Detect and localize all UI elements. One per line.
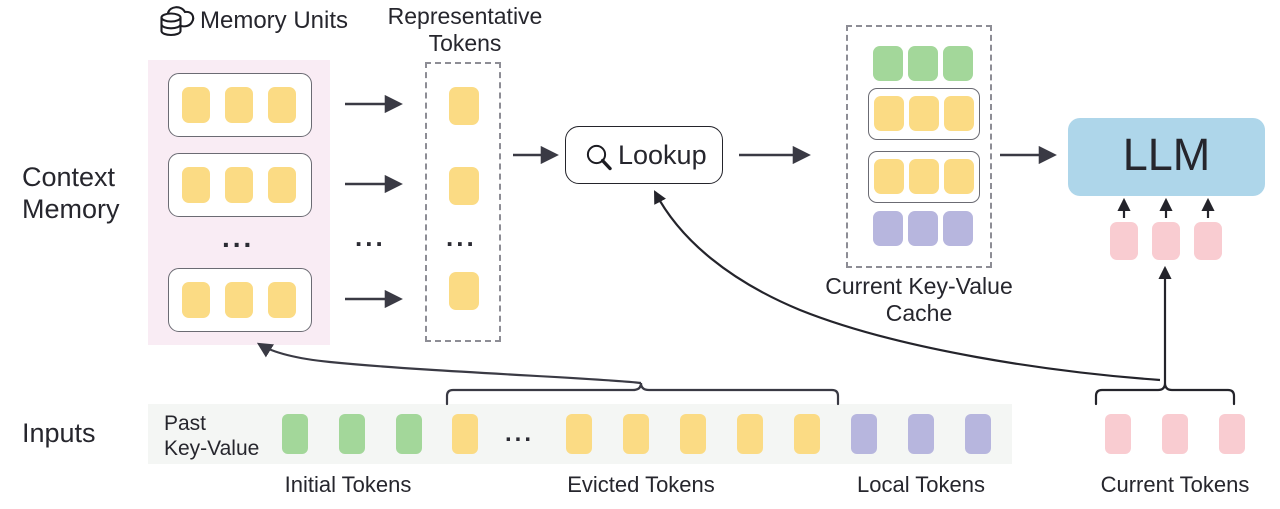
memory-to-representative-ellipsis: ...: [355, 222, 386, 252]
input-token-yellow: [452, 414, 478, 454]
past-key-value-label: Past Key-Value: [164, 412, 260, 460]
input-token-yellow: [680, 414, 706, 454]
memory-token: [268, 282, 296, 318]
memory-units-label: Memory Units: [200, 7, 349, 34]
context-memory-label: Context Memory: [22, 162, 120, 224]
llm-input-token: [1110, 222, 1138, 260]
kv-cache-token-yellow: [909, 96, 939, 131]
memory-token: [268, 167, 296, 203]
llm-box[interactable]: [1068, 118, 1265, 196]
memory-units-ellipsis: ...: [222, 222, 255, 253]
evicted-tokens-label: Evicted Tokens: [567, 472, 715, 497]
cloud-database-icon: [155, 4, 197, 40]
input-token-purple: [908, 414, 934, 454]
memory-token: [182, 167, 210, 203]
kv-cache-token-yellow: [944, 159, 974, 194]
input-token-green: [282, 414, 308, 454]
current-kv-cache-group: [846, 25, 992, 268]
kv-cache-token-green: [943, 46, 973, 81]
lookup-button[interactable]: Lookup: [565, 126, 723, 184]
representative-tokens-ellipsis: ...: [446, 222, 477, 252]
memory-token: [182, 282, 210, 318]
memory-unit-1[interactable]: [168, 73, 312, 137]
input-token-purple: [851, 414, 877, 454]
current-input-token: [1162, 414, 1188, 454]
input-token-yellow: [566, 414, 592, 454]
representative-token: [449, 87, 479, 125]
current-tokens-to-lookup-arrow: [654, 190, 1161, 382]
kv-cache-token-yellow: [909, 159, 939, 194]
kv-cache-token-green: [873, 46, 903, 81]
memory-unit-2[interactable]: [168, 153, 312, 217]
kv-cache-token-yellow: [874, 159, 904, 194]
memory-unit-n[interactable]: [168, 268, 312, 332]
input-token-purple: [965, 414, 991, 454]
kv-cache-token-green: [908, 46, 938, 81]
kv-cache-token-purple: [943, 211, 973, 246]
input-token-yellow: [737, 414, 763, 454]
memory-token: [225, 167, 253, 203]
memory-token: [268, 87, 296, 123]
local-tokens-label: Local Tokens: [856, 472, 985, 497]
memory-token: [225, 87, 253, 123]
inputs-label: Inputs: [22, 418, 96, 448]
representative-tokens-group: ...: [425, 62, 501, 342]
lookup-label: Lookup: [618, 140, 707, 170]
current-tokens-label: Current Tokens: [1100, 472, 1250, 497]
evicted-tokens-brace: [445, 382, 840, 406]
representative-token: [449, 272, 479, 310]
kv-cache-memory-unit-1[interactable]: [868, 88, 980, 140]
memory-token: [225, 282, 253, 318]
llm-input-token: [1152, 222, 1180, 260]
llm-label: LLM: [1122, 129, 1211, 180]
current-kv-cache-label: Current Key-Value Cache: [825, 273, 1013, 327]
kv-cache-token-purple: [873, 211, 903, 246]
kv-cache-token-purple: [908, 211, 938, 246]
input-token-green: [339, 414, 365, 454]
kv-cache-token-yellow: [944, 96, 974, 131]
evicted-to-context-memory-arrow: [256, 342, 642, 385]
input-sequence-ellipsis: ...: [505, 420, 535, 447]
kv-cache-memory-unit-2[interactable]: [868, 151, 980, 203]
initial-tokens-label: Initial Tokens: [284, 472, 412, 497]
representative-token: [449, 167, 479, 205]
input-token-yellow: [623, 414, 649, 454]
llm-input-token: [1194, 222, 1222, 260]
input-token-green: [396, 414, 422, 454]
input-token-yellow: [794, 414, 820, 454]
magnifier-icon: [584, 142, 614, 172]
representative-tokens-label: Representative Tokens: [387, 3, 543, 57]
current-input-token: [1219, 414, 1245, 454]
memory-token: [182, 87, 210, 123]
kv-cache-token-yellow: [874, 96, 904, 131]
current-tokens-brace: [1094, 382, 1236, 406]
current-input-token: [1105, 414, 1131, 454]
